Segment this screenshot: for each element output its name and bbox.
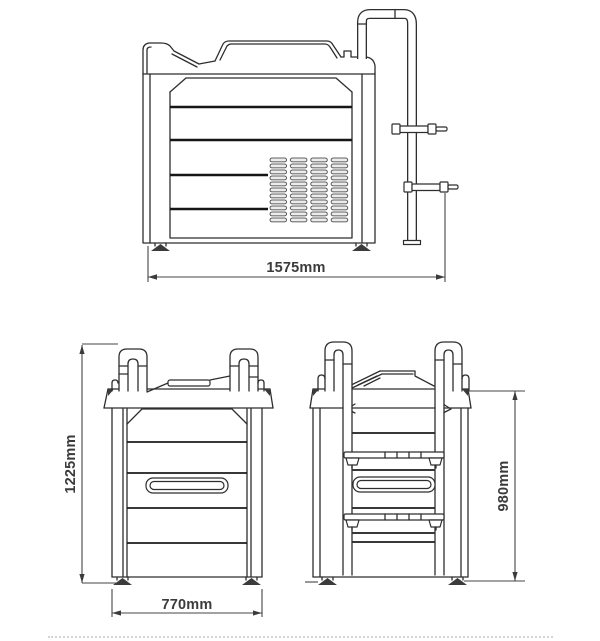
grab-rail (356, 8, 422, 246)
bottom-dotted-divider (48, 636, 553, 638)
foot-left (318, 576, 337, 585)
dimension-front-width: 770mm (111, 589, 263, 617)
front-view-drawing: 1225mm 770mm (63, 343, 274, 617)
handrail-post-left (118, 348, 148, 392)
tub-body-side (142, 40, 376, 251)
dimension-label-front-height: 1225mm (63, 434, 79, 493)
rear-view-drawing: 980mm (305, 341, 525, 585)
dimension-label-overall-width: 1575mm (266, 260, 325, 276)
handrail-post-left (324, 341, 353, 576)
dimension-front-height: 1225mm (63, 343, 118, 584)
cabinet-front (111, 407, 263, 585)
dimension-label-front-width: 770mm (162, 597, 213, 613)
rim-stubs (317, 374, 470, 392)
dimension-overall-width: 1575mm (147, 193, 446, 282)
rim-stubs (111, 379, 265, 392)
vent-grille (269, 157, 351, 223)
recessed-handle-front (145, 477, 229, 494)
foot-right (352, 242, 371, 251)
side-view-drawing: 1575mm (142, 8, 459, 282)
foot-right (448, 576, 467, 585)
recessed-handle-rear (352, 476, 436, 493)
foot-left (151, 242, 170, 251)
step-bar-lower (343, 513, 445, 531)
handrail-post-right (434, 341, 463, 576)
handrail-post-right (229, 348, 259, 392)
step-bracket-upper (391, 123, 448, 135)
tub-body-rear (309, 370, 472, 578)
foot-right (242, 576, 261, 585)
foot-left (113, 576, 132, 585)
dimension-label-rear-height: 980mm (496, 461, 512, 512)
dimension-rear-height: 980mm (464, 390, 525, 582)
step-bracket-lower (403, 181, 459, 193)
step-bar-upper (343, 451, 445, 469)
